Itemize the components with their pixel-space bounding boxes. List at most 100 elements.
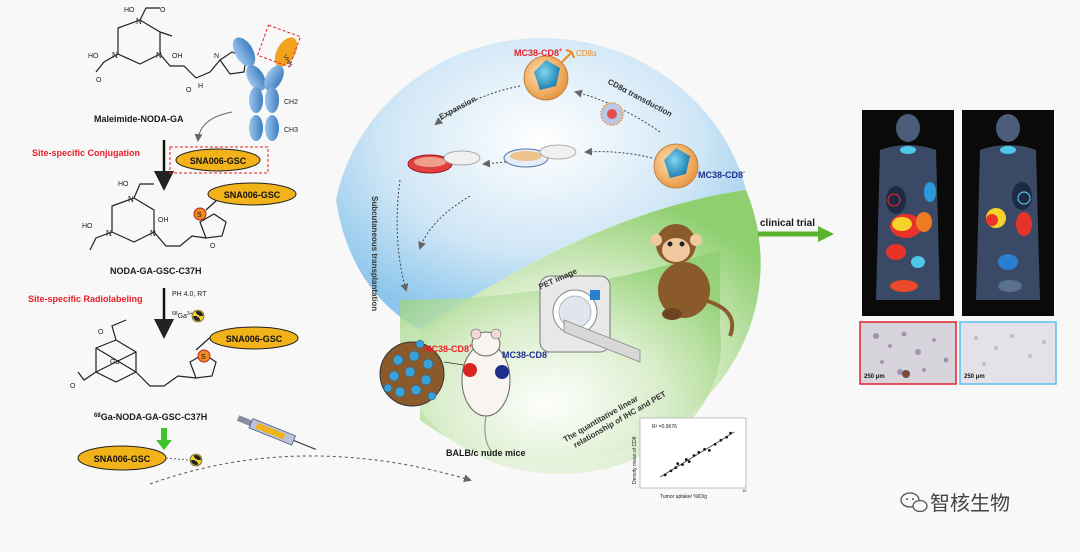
atom-oh: OH — [172, 53, 183, 60]
scatter-point — [684, 458, 688, 461]
sna-pill-2: SNA006-GSC — [207, 182, 297, 206]
cd8a-label: CD8α — [576, 49, 597, 58]
pet-scan-2 — [962, 110, 1054, 316]
curved-arrow — [194, 111, 233, 142]
clinical-label: clinical trial — [760, 218, 815, 229]
radiolabeling-label: Site-specific Radiolabeling — [28, 294, 143, 304]
ihc-image-1: 250 μm — [859, 321, 957, 385]
ga68-complex-structure: O O Ga — [70, 319, 217, 390]
scatter-frame — [639, 417, 747, 489]
sna-pill-3: SNA006-GSC — [209, 326, 299, 350]
highlight-box — [169, 146, 269, 174]
watermark-text: 智核生物 — [930, 492, 1010, 515]
atom-n: N — [150, 229, 156, 238]
vhh-label: VHH — [281, 54, 293, 68]
mc38-neg-label: MC38-CD8- — [698, 170, 745, 180]
chemistry-panel: N N N HO O HO O OH N O H Maleimide-NODA-… — [28, 7, 472, 485]
dish-down-arrow — [418, 195, 471, 250]
blue-hemisphere — [336, 38, 746, 330]
subcutaneous-label: Subcutaneous transplantation — [370, 196, 379, 311]
conjugation-label: Site-specific Conjugation — [32, 148, 140, 158]
ch3-label: CH3 — [284, 127, 298, 134]
scatter-xtick: 10 — [742, 488, 747, 493]
atom-o: O — [210, 243, 216, 250]
mouse-neg-label: MC38-CD8- — [502, 350, 549, 360]
green-down-arrowhead — [156, 440, 172, 450]
mc38-cd8-pos-cell — [523, 49, 575, 101]
atom-h: H — [198, 83, 203, 90]
cycle-panel: MC38-CD8+ CD8α Expansion CD8α transducti… — [336, 38, 761, 474]
scatter-ylabel: Density mean of CD8 — [632, 436, 638, 484]
scale-bar-2: 250 μm — [964, 374, 985, 380]
final-product-label: 68Ga-NODA-GA-GSC-C37H — [94, 412, 207, 422]
linker-line — [165, 457, 189, 461]
atom-o: O — [70, 383, 76, 390]
expansion-arrow — [434, 85, 521, 126]
atom-n: N — [136, 17, 142, 26]
atom-n: N — [156, 51, 162, 60]
mouse-icon — [461, 328, 511, 453]
sna-pill-1: SNA006-GSC — [175, 148, 261, 172]
transplant-arrow — [396, 179, 409, 292]
sna-pill-4: SNA006-GSC — [77, 445, 167, 471]
noda-ga-gsc-label: NODA-GA-GSC-C37H — [110, 266, 202, 276]
scatter-point — [687, 460, 691, 463]
r2-label: R² =0.9676 — [652, 424, 677, 430]
mouse-pos-label: MC38-CD8+ — [424, 344, 473, 354]
atom-o: O — [186, 87, 192, 94]
cell-to-dish-arrow — [584, 147, 653, 159]
sna-label: SNA006-GSC — [94, 454, 151, 464]
atom-ho: HO — [88, 53, 99, 60]
sna-label: SNA006-GSC — [226, 334, 283, 344]
atom-n: N — [128, 195, 134, 204]
mc38-cd8-neg-cell — [653, 143, 699, 189]
atom-oh: OH — [158, 217, 169, 224]
sulfur-atom — [193, 207, 207, 221]
maleimide-label: Maleimide-NODA-GA — [94, 114, 184, 124]
syringe-icon — [236, 415, 317, 451]
regression-line — [660, 431, 735, 478]
mc38-pos-label: MC38-CD8+ — [514, 48, 563, 58]
sulfur-label: S — [197, 212, 202, 219]
wechat-icon — [900, 492, 928, 513]
atom-o: O — [96, 77, 102, 84]
transduction-arrow — [574, 89, 661, 133]
scatter-point — [707, 449, 711, 452]
scatter-plot: R² =0.9676 Density mean of CD8 Tumor upt… — [632, 417, 747, 500]
scatter-point — [676, 462, 680, 466]
injection-arrow — [149, 455, 472, 485]
sna-label: SNA006-GSC — [190, 156, 247, 166]
maleimide-noda-ga-structure: N N N HO O HO O OH N O H — [88, 7, 247, 94]
petri-dish-blue — [503, 144, 577, 168]
atom-ho: HO — [124, 7, 135, 14]
ch2-label: CH2 — [284, 99, 298, 106]
balb-label: BALB/c nude mice — [446, 448, 526, 458]
petri-dish-red — [407, 150, 481, 174]
atom-ho: HO — [118, 181, 129, 188]
tumor-tissue-icon — [379, 339, 445, 407]
sna-label: SNA006-GSC — [224, 190, 281, 200]
sulfur-atom — [197, 349, 211, 363]
clinical-panel: clinical trial — [758, 110, 1057, 385]
scatter-xlabel: Tumor uptake/ %ID/g — [660, 494, 707, 500]
virus-icon — [600, 102, 624, 126]
atom-n: N — [214, 53, 219, 60]
monkey-icon — [650, 224, 735, 337]
ga-reagent-label: 68Ga3+ — [172, 311, 193, 320]
ihc-image-2: 250 μm — [959, 321, 1057, 385]
atom-ho: HO — [82, 223, 93, 230]
antibody-illustration: VHH CH2 CH3 — [232, 24, 302, 141]
pet-scan-1 — [862, 110, 954, 316]
pet-scanner-icon — [539, 275, 641, 363]
atom-ga: Ga — [110, 359, 119, 366]
clinical-arrowhead — [818, 226, 834, 242]
ph-label: PH 4.0, RT — [172, 291, 207, 298]
watermark: 智核生物 — [900, 492, 1010, 515]
radiation-icon — [189, 453, 203, 467]
sulfur-label: S — [201, 354, 206, 361]
atom-o: O — [98, 329, 104, 336]
scale-bar-1: 250 μm — [864, 374, 885, 380]
radiation-icon — [191, 309, 205, 323]
